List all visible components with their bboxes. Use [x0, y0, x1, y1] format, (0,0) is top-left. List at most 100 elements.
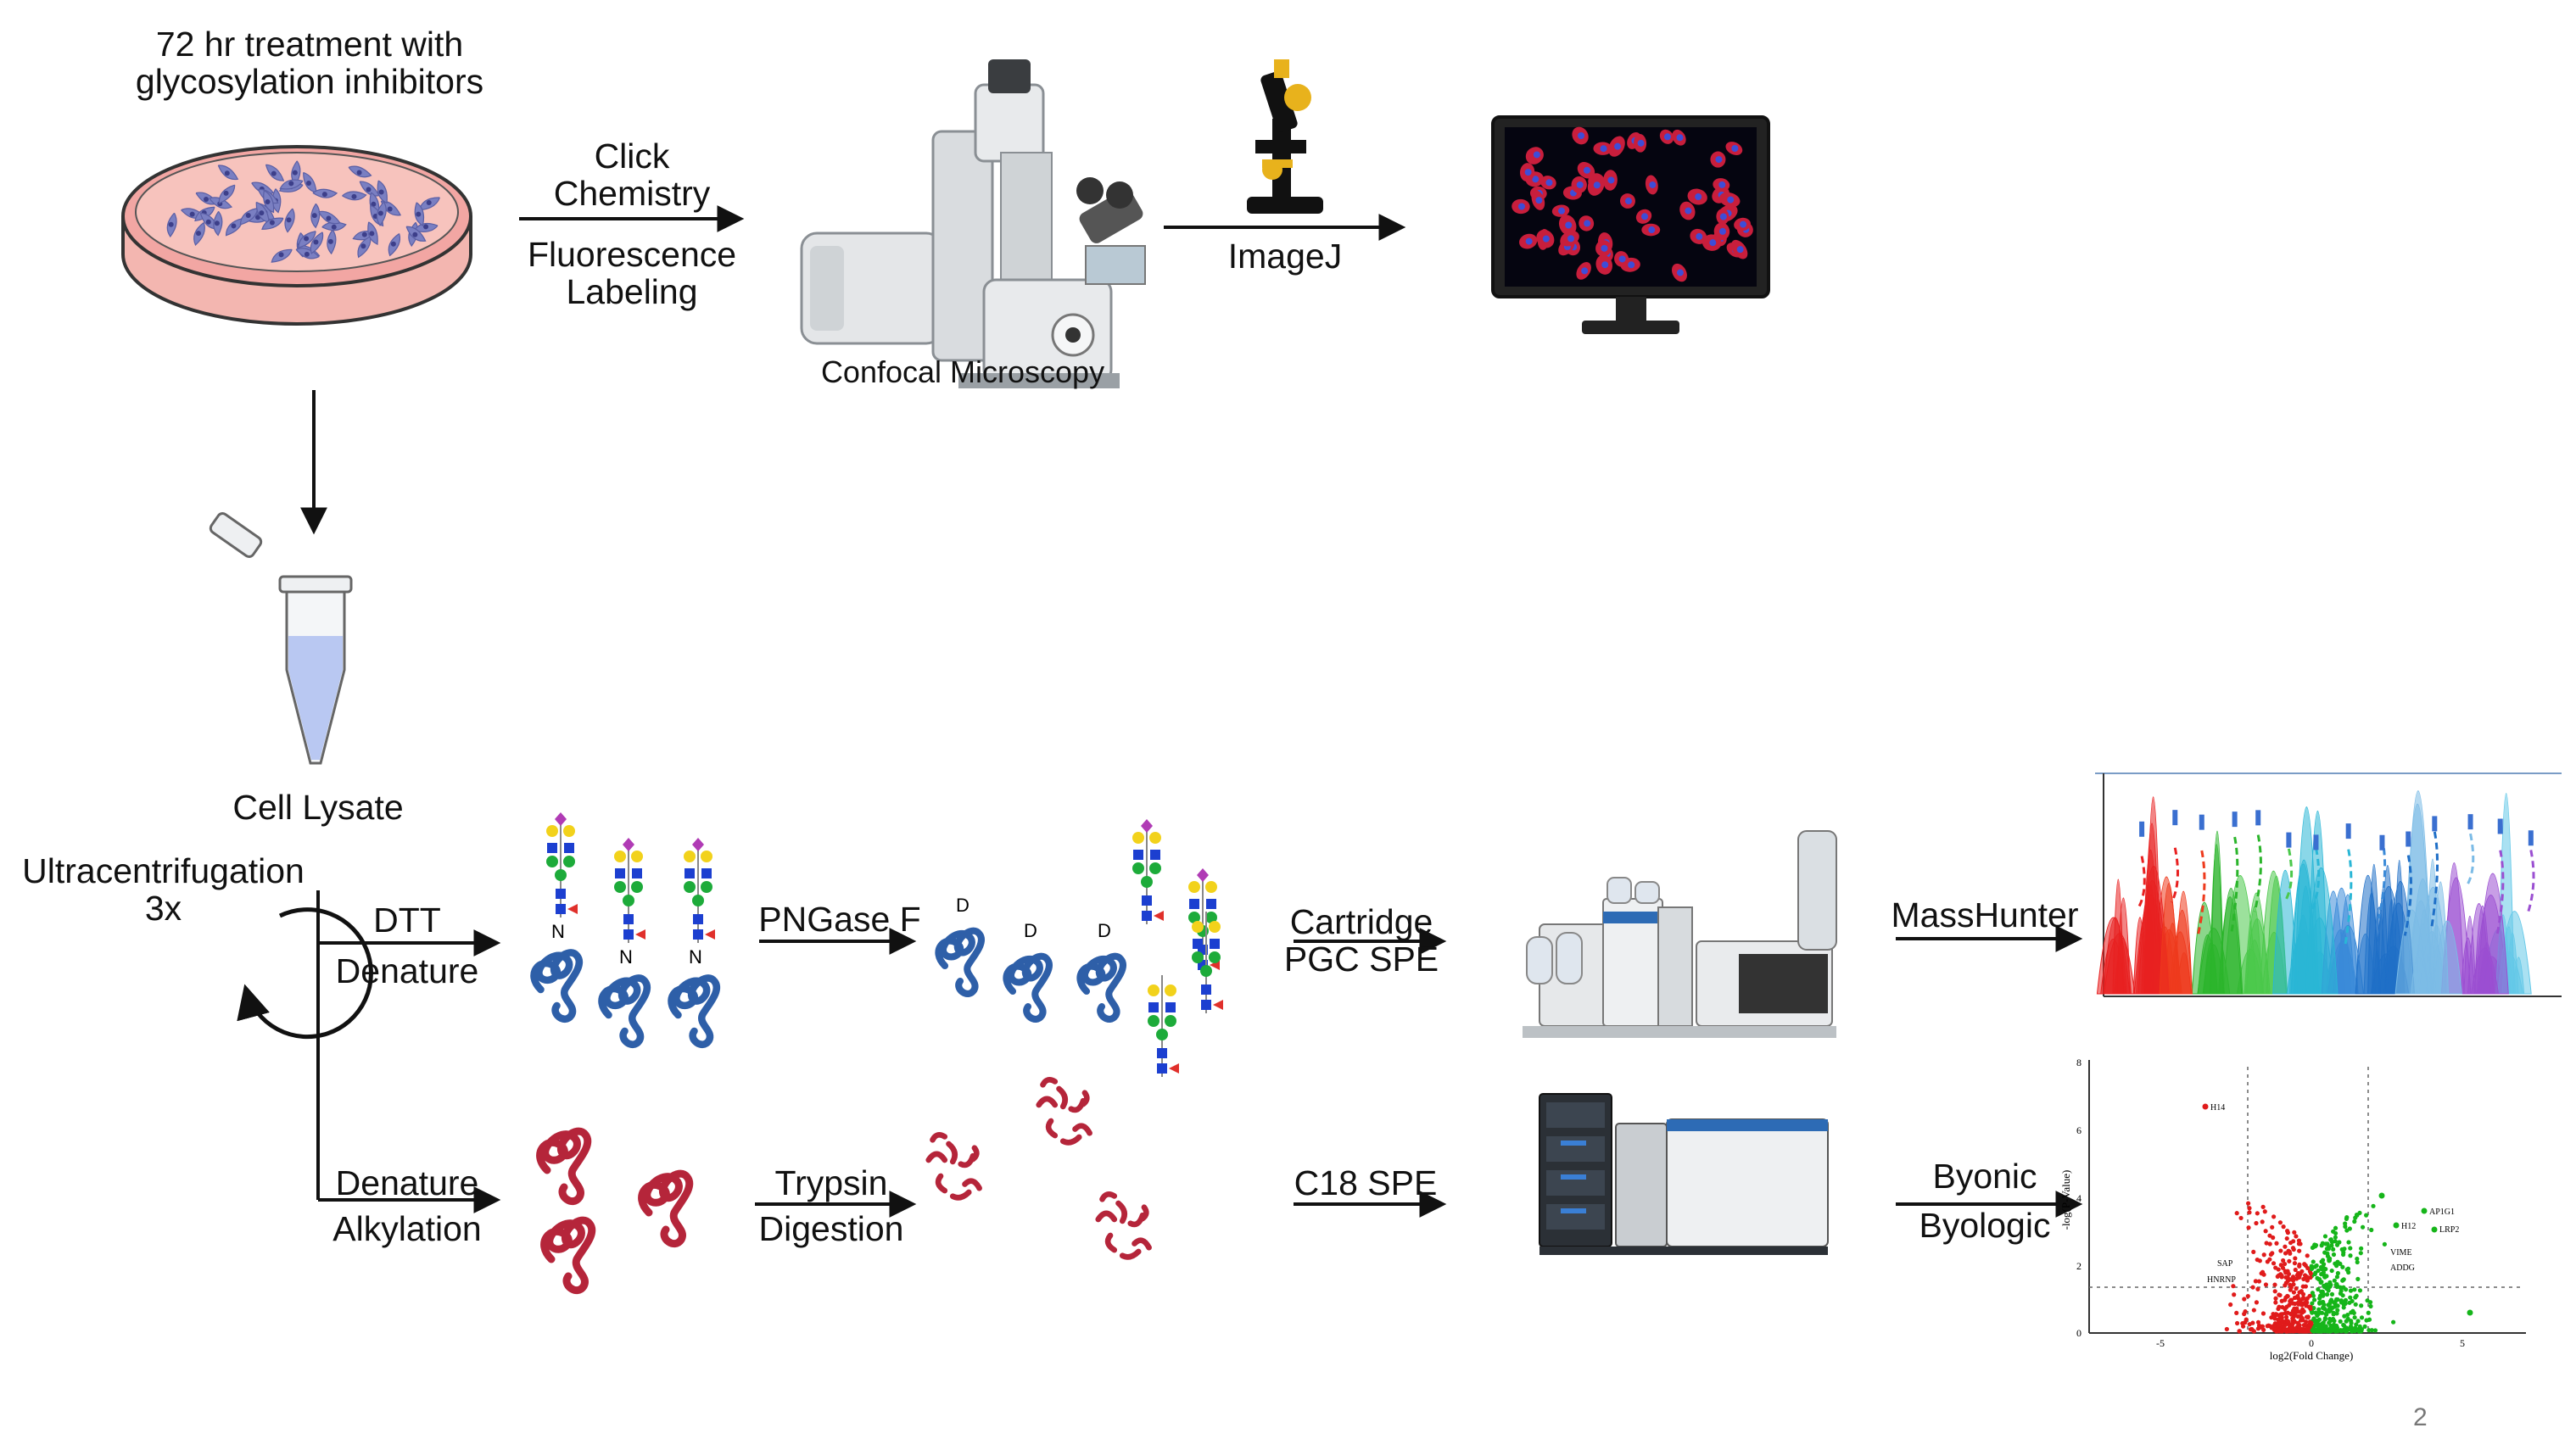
volcano-point — [2331, 1229, 2336, 1234]
volcano-point — [2277, 1292, 2282, 1297]
cell-shape — [166, 212, 177, 238]
volcano-point — [2285, 1293, 2290, 1299]
volcano-point — [2245, 1201, 2251, 1206]
volcano-point — [2279, 1298, 2284, 1303]
cell-shape — [261, 217, 284, 230]
volcano-point — [2358, 1251, 2363, 1256]
volcano-point — [2290, 1278, 2296, 1283]
cell-shape — [193, 222, 205, 246]
trypsin-line-1: Trypsin — [774, 1163, 888, 1202]
volcano-point — [2331, 1247, 2336, 1252]
volcano-point — [2322, 1273, 2327, 1278]
volcano-point — [2337, 1240, 2342, 1245]
fluorescent-cell — [1587, 174, 1605, 196]
volcano-point — [2283, 1244, 2288, 1249]
volcano-point — [2372, 1328, 2378, 1333]
volcano-point — [2279, 1274, 2284, 1280]
volcano-point — [2231, 1284, 2236, 1289]
volcano-point — [2350, 1298, 2355, 1304]
fluorescent-cell — [1519, 233, 1538, 249]
volcano-point — [2325, 1291, 2330, 1297]
volcano-point — [2297, 1248, 2302, 1253]
volcano-point — [2263, 1229, 2268, 1234]
volcano-point — [2260, 1219, 2265, 1224]
imagej-label: ImageJ — [1227, 237, 1343, 276]
volcano-point — [2333, 1304, 2338, 1309]
volcano-point — [2323, 1241, 2328, 1247]
volcano-point — [2309, 1320, 2314, 1325]
cartridge-line-1: Cartridge — [1289, 902, 1433, 941]
volcano-point — [2355, 1213, 2360, 1218]
volcano-point — [2311, 1297, 2317, 1302]
volcano-point — [2316, 1317, 2322, 1322]
volcano-point — [2331, 1252, 2337, 1258]
volcano-point — [2255, 1286, 2260, 1291]
volcano-point — [2310, 1328, 2315, 1333]
fluorescent-cell — [1690, 228, 1707, 244]
fluorescent-cell — [1710, 151, 1726, 168]
fluorescent-cell — [1672, 129, 1686, 146]
fluorescent-cell — [1551, 204, 1570, 217]
volcano-point — [2327, 1320, 2332, 1325]
volcano-point — [2299, 1328, 2305, 1333]
volcano-point — [2251, 1308, 2256, 1313]
volcano-ytick-0: 0 — [2076, 1327, 2081, 1339]
volcano-point — [2353, 1295, 2358, 1300]
cell-shape — [321, 221, 347, 231]
cell-shape — [291, 160, 301, 186]
volcano-point — [2279, 1318, 2285, 1324]
cell-shape — [218, 184, 236, 204]
volcano-point — [2305, 1300, 2310, 1305]
volcano-point — [2261, 1252, 2266, 1258]
volcano-point — [2340, 1277, 2346, 1283]
volcano-point — [2224, 1326, 2229, 1332]
cell-shape — [298, 231, 316, 249]
volcano-point — [2267, 1241, 2272, 1247]
volcano-point — [2283, 1270, 2288, 1275]
fluorescent-cell — [1645, 175, 1658, 195]
volcano-point — [2316, 1268, 2321, 1274]
glycan-marker — [2345, 823, 2351, 839]
volcano-point — [2355, 1276, 2361, 1281]
cell-shape — [271, 248, 293, 263]
peak-annotation-line — [2466, 833, 2475, 886]
fluorescent-cell — [1576, 262, 1591, 280]
cell-shape — [312, 188, 338, 198]
peak-annotation-line — [2526, 850, 2535, 915]
annotation-addg: ADDG — [2390, 1263, 2415, 1273]
released-glycan-3 — [1148, 975, 1179, 1077]
denature-line-1: Denature — [335, 1163, 479, 1202]
fluorescent-cell — [1579, 215, 1595, 231]
volcano-point — [2359, 1303, 2364, 1308]
cell-shape — [265, 164, 285, 181]
volcano-point — [2346, 1269, 2351, 1275]
volcano-point — [2268, 1252, 2273, 1258]
volcano-point — [2254, 1220, 2259, 1226]
volcano-point — [2366, 1317, 2372, 1322]
volcano-point — [2247, 1206, 2252, 1211]
volcano-point — [2319, 1243, 2324, 1248]
volcano-point — [2247, 1210, 2252, 1215]
click-line-1: Click — [594, 137, 670, 176]
click-chemistry-label: Click Chemistry — [543, 137, 721, 212]
volcano-point — [2294, 1276, 2299, 1281]
volcano-point — [2228, 1302, 2233, 1308]
volcano-point — [2232, 1292, 2237, 1297]
volcano-point — [2308, 1271, 2313, 1276]
volcano-point — [2281, 1258, 2286, 1263]
volcano-point — [2431, 1226, 2438, 1233]
volcano-point — [2345, 1266, 2351, 1271]
volcano-point — [2318, 1264, 2324, 1270]
monitor-icon — [1491, 115, 1770, 334]
volcano-point — [2334, 1311, 2339, 1316]
volcano-point — [2274, 1241, 2279, 1246]
annotation-hnrnp: HNRNP — [2207, 1275, 2236, 1285]
fluorescent-cell — [1519, 163, 1535, 182]
volcano-point — [2350, 1326, 2355, 1331]
volcano-point — [2295, 1300, 2300, 1305]
volcano-point — [2348, 1288, 2354, 1293]
volcano-point — [2308, 1274, 2313, 1280]
cell-shape — [318, 210, 341, 225]
volcano-point — [2272, 1314, 2277, 1319]
volcano-point — [2277, 1304, 2282, 1309]
